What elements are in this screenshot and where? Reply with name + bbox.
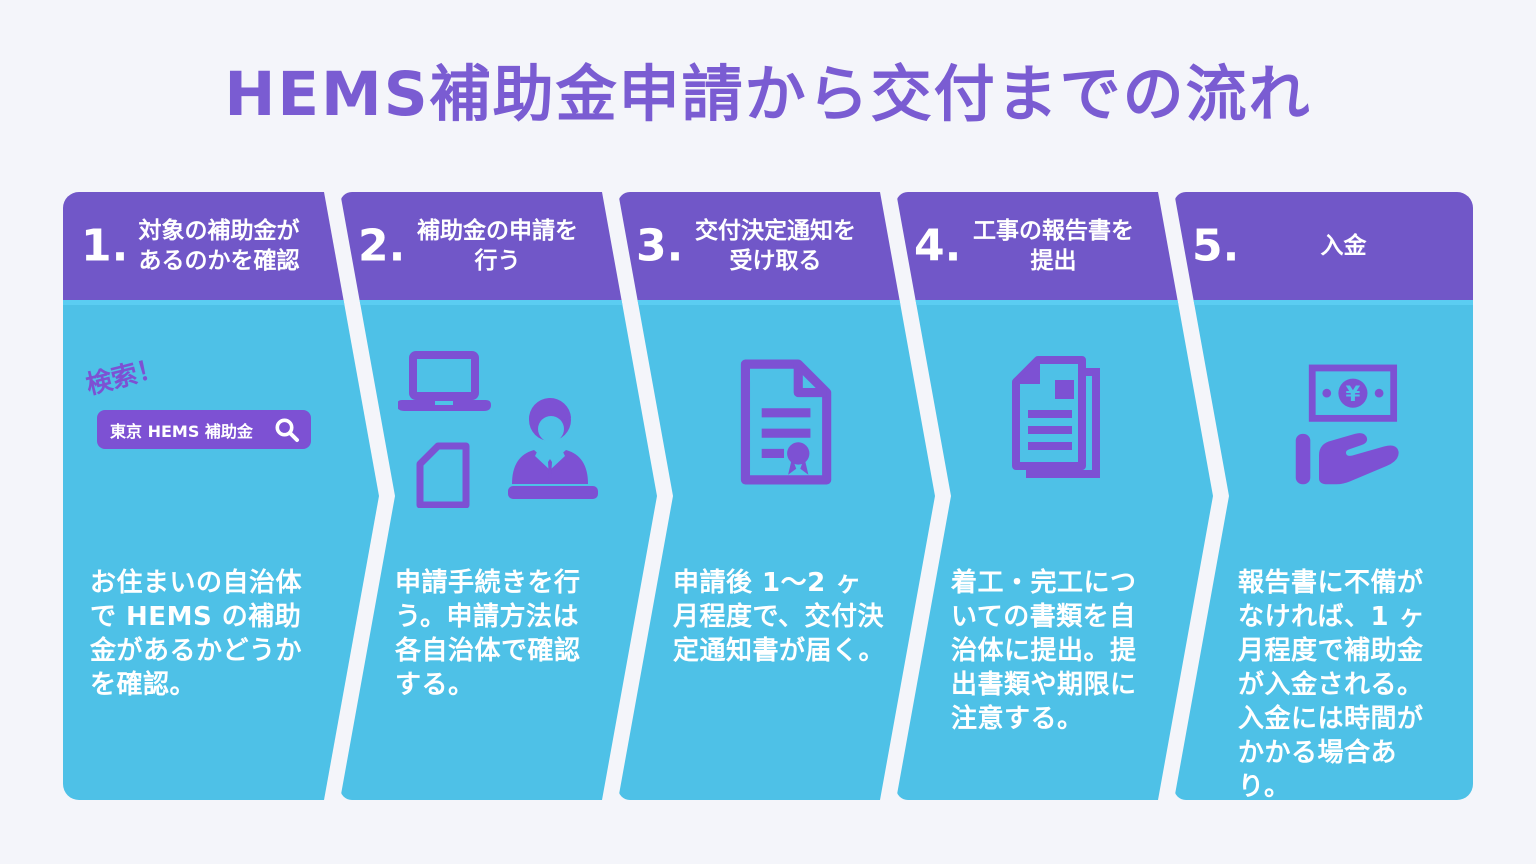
step-panel-5: 5. 入金 ¥ 報告書に不備がなければ、1 ヶ月程度で <box>1174 192 1473 800</box>
step-4-body: 着工・完工についての書類を自治体に提出。提出書類や期限に注意する。 <box>896 300 1213 800</box>
step-2-number: 2. <box>358 220 406 272</box>
money-in-hand-icon: ¥ <box>1295 364 1399 485</box>
laptop-icon <box>409 351 479 400</box>
step-4-description: 着工・完工についての書類を自治体に提出。提出書類や期限に注意する。 <box>951 568 1137 735</box>
step-4-header: 4. 工事の報告書を 提出 <box>896 192 1213 300</box>
hand-icon <box>1295 433 1399 485</box>
step-5-title: 入金 <box>1174 231 1473 261</box>
step-3-description: 申請後 1〜2 ヶ月程度で、交付決定通知書が届く。 <box>673 568 886 667</box>
step-5-title-line: 入金 <box>1320 232 1367 259</box>
step-panel-4: 4. 工事の報告書を 提出 着工・完工についての書類を自治体に提出。提出書類や期… <box>896 192 1213 800</box>
step-3-header: 3. 交付決定通知を 受け取る <box>618 192 935 300</box>
page-title: HEMS補助金申請から交付までの流れ <box>224 59 1312 130</box>
step-3-number: 3. <box>636 220 684 272</box>
step-4-title: 工事の報告書を 提出 <box>896 216 1213 277</box>
svg-text:¥: ¥ <box>1346 382 1361 407</box>
step-1-number: 1. <box>81 220 129 272</box>
step-2-title: 補助金の申請を 行う <box>340 216 657 277</box>
step-4-title-line: 工事の報告書を <box>973 217 1134 244</box>
laptop-document-person-icon <box>398 351 598 508</box>
step-2-body: 申請手続きを行う。申請方法は各自治体で確認する。 <box>340 300 657 800</box>
step-3-body: 申請後 1〜2 ヶ月程度で、交付決定通知書が届く。 <box>618 300 935 800</box>
step-2-header: 2. 補助金の申請を 行う <box>340 192 657 300</box>
banknote-icon: ¥ <box>1308 364 1398 422</box>
step-1-body: 検索！ 東京 HEMS 補助金 お住まいの自治体で HEMS の補助金があるかど… <box>63 300 379 800</box>
step-3-title-line: 受け取る <box>729 248 822 274</box>
step-2-title-line: 補助金の申請を <box>417 217 578 244</box>
magnifier-icon <box>275 418 299 442</box>
step-1-description: お住まいの自治体で HEMS の補助金があるかどうかを確認。 <box>90 568 303 701</box>
step-panel-1: 1. 対象の補助金が あるのかを確認 検索！ 東京 HEMS 補助金 お住まいの… <box>63 192 379 800</box>
step-3-title: 交付決定通知を 受け取る <box>618 216 935 277</box>
search-box: 東京 HEMS 補助金 <box>97 410 311 449</box>
step-5-body: ¥ 報告書に不備がなければ、1 ヶ月程度で補助金が入金される。入金には時間がかか… <box>1174 300 1473 800</box>
search-query-text: 東京 HEMS 補助金 <box>110 421 253 441</box>
step-panel-2: 2. 補助金の申請を 行う <box>340 192 657 800</box>
step-2-description: 申請手続きを行う。申請方法は各自治体で確認する。 <box>395 568 581 701</box>
step-panel-3: 3. 交付決定通知を 受け取る 申請後 1〜2 ヶ月程度で、交付決定通知書が届く… <box>618 192 935 800</box>
step-5-description: 報告書に不備がなければ、1 ヶ月程度で補助金が入金される。入金には時間がかかる場… <box>1238 568 1426 800</box>
step-1-header: 1. 対象の補助金が あるのかを確認 <box>63 192 379 300</box>
step-5-header: 5. 入金 <box>1174 192 1473 300</box>
step-4-title-line: 提出 <box>1030 248 1077 274</box>
step-2-title-line: 行う <box>474 248 521 274</box>
person-icon <box>508 397 598 499</box>
step-4-number: 4. <box>914 220 962 272</box>
step-5-number: 5. <box>1192 220 1240 272</box>
document-icon <box>416 442 470 508</box>
certificate-icon <box>740 359 832 485</box>
ribbon-seal-icon <box>787 442 810 475</box>
step-1-title-line: あるのかを確認 <box>138 248 300 274</box>
report-documents-icon <box>1012 356 1100 478</box>
step-1-title: 対象の補助金が あるのかを確認 <box>63 216 379 277</box>
step-1-title-line: 対象の補助金が <box>138 217 300 244</box>
step-3-title-line: 交付決定通知を <box>695 217 856 244</box>
search-label: 検索！ <box>83 352 167 401</box>
